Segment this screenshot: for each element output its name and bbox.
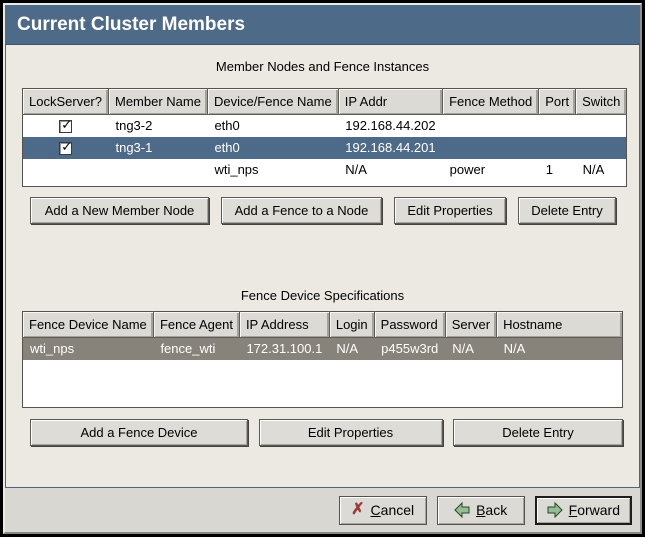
lockserver-cell: ✓ bbox=[22, 136, 109, 159]
fence-table-caption: Fence Device Specifications bbox=[240, 288, 405, 303]
checkmark-icon: ✓ bbox=[61, 139, 73, 155]
column-header-lockserver[interactable]: LockServer? bbox=[22, 88, 109, 115]
fence-table-header-row: Fence Device Name Fence Agent IP Address… bbox=[22, 311, 623, 338]
wizard-button-bar: ✗ Cancel Back Forward bbox=[5, 488, 640, 532]
fence-agent-cell: fence_wti bbox=[153, 337, 240, 360]
checkmark-icon: ✓ bbox=[61, 117, 73, 133]
add-fence-to-node-button[interactable]: Add a Fence to a Node bbox=[221, 197, 382, 224]
column-header-fence-method[interactable]: Fence Method bbox=[442, 88, 540, 115]
device-fence-name-cell: eth0 bbox=[214, 118, 240, 134]
port-cell bbox=[539, 115, 576, 137]
column-header-password[interactable]: Password bbox=[374, 311, 446, 338]
column-header-member-name[interactable]: Member Name bbox=[108, 88, 208, 115]
port-cell: 1 bbox=[545, 162, 553, 177]
fence-delete-entry-button[interactable]: Delete Entry bbox=[453, 419, 623, 446]
lockserver-cell: ✓ bbox=[23, 115, 109, 137]
member-table-header-row: LockServer? Member Name Device/Fence Nam… bbox=[22, 88, 627, 115]
column-header-fence-device-name[interactable]: Fence Device Name bbox=[22, 311, 154, 338]
column-header-ip-addr[interactable]: IP Addr bbox=[338, 88, 444, 115]
lockserver-checkbox[interactable]: ✓ bbox=[59, 117, 73, 134]
fence-method-cell bbox=[442, 136, 539, 159]
server-cell: N/A bbox=[445, 337, 497, 360]
page-title: Current Cluster Members bbox=[5, 5, 640, 45]
password-cell: p455w3rd bbox=[374, 337, 446, 360]
column-header-server[interactable]: Server bbox=[445, 311, 498, 338]
forward-arrow-icon bbox=[547, 501, 563, 519]
device-fence-name-cell: wti_nps bbox=[214, 162, 259, 177]
port-cell bbox=[538, 136, 576, 159]
lockserver-cell bbox=[23, 159, 109, 181]
lockserver-checkbox[interactable]: ✓ bbox=[59, 139, 73, 156]
switch-cell bbox=[575, 136, 627, 159]
column-header-login[interactable]: Login bbox=[329, 311, 375, 338]
fence-method-cell: power bbox=[449, 162, 486, 177]
member-table-caption: Member Nodes and Fence Instances bbox=[215, 59, 430, 74]
back-button[interactable]: Back bbox=[436, 495, 525, 525]
back-button-label: Back bbox=[476, 502, 508, 518]
ip-addr-cell: 192.168.44.201 bbox=[338, 136, 443, 159]
table-filler bbox=[23, 360, 623, 408]
login-cell: N/A bbox=[329, 337, 375, 360]
switch-cell: N/A bbox=[582, 162, 605, 177]
column-header-ip-address[interactable]: IP Address bbox=[239, 311, 330, 338]
member-row-tng3-1-selected[interactable]: ✓ tng3-1 eth0 192.168.44.201 bbox=[22, 136, 627, 159]
ip-addr-cell: N/A bbox=[345, 162, 367, 177]
cancel-button[interactable]: ✗ Cancel bbox=[338, 495, 427, 525]
member-edit-properties-button[interactable]: Edit Properties bbox=[394, 197, 506, 224]
fence-edit-properties-button[interactable]: Edit Properties bbox=[258, 419, 443, 446]
member-row-wti-nps[interactable]: wti_nps N/A power 1 N/A bbox=[23, 159, 627, 181]
member-name-cell: tng3-1 bbox=[108, 136, 208, 159]
member-name-cell bbox=[108, 159, 207, 181]
column-header-device-fence-name[interactable]: Device/Fence Name bbox=[207, 88, 339, 115]
forward-button[interactable]: Forward bbox=[534, 495, 632, 525]
forward-button-label: Forward bbox=[568, 502, 620, 518]
column-header-fence-agent[interactable]: Fence Agent bbox=[153, 311, 240, 338]
add-fence-device-button[interactable]: Add a Fence Device bbox=[30, 419, 248, 446]
fence-method-cell bbox=[443, 115, 539, 137]
fence-row-wti-nps-selected[interactable]: wti_nps fence_wti 172.31.100.1 N/A p455w… bbox=[22, 337, 623, 360]
fence-device-name-cell: wti_nps bbox=[22, 337, 154, 360]
cancel-button-label: Cancel bbox=[370, 502, 415, 518]
member-row-tng3-2[interactable]: ✓ tng3-2 eth0 192.168.44.202 bbox=[23, 115, 627, 137]
back-arrow-icon bbox=[454, 501, 470, 519]
window-frame: Current Cluster Members Member Nodes and… bbox=[3, 3, 642, 534]
member-button-row: Add a New Member Node Add a Fence to a N… bbox=[30, 197, 623, 224]
member-name-cell: tng3-2 bbox=[115, 118, 153, 134]
add-member-node-button[interactable]: Add a New Member Node bbox=[30, 197, 209, 224]
device-fence-name-cell: eth0 bbox=[207, 136, 339, 159]
switch-cell bbox=[576, 115, 627, 137]
column-header-switch[interactable]: Switch bbox=[575, 88, 627, 115]
ip-addr-cell: 192.168.44.202 bbox=[345, 118, 436, 134]
fence-button-row: Add a Fence Device Edit Properties Delet… bbox=[30, 419, 623, 446]
table-filler bbox=[23, 181, 627, 187]
content-area: Member Nodes and Fence Instances LockSer… bbox=[5, 45, 640, 488]
member-delete-entry-button[interactable]: Delete Entry bbox=[518, 197, 616, 224]
hostname-cell: N/A bbox=[496, 337, 623, 360]
ip-address-cell: 172.31.100.1 bbox=[239, 337, 330, 360]
member-table: LockServer? Member Name Device/Fence Nam… bbox=[22, 88, 628, 187]
column-header-port[interactable]: Port bbox=[538, 88, 577, 115]
column-header-hostname[interactable]: Hostname bbox=[496, 311, 623, 338]
cancel-x-icon: ✗ bbox=[351, 501, 365, 518]
fence-table: Fence Device Name Fence Agent IP Address… bbox=[22, 311, 623, 408]
